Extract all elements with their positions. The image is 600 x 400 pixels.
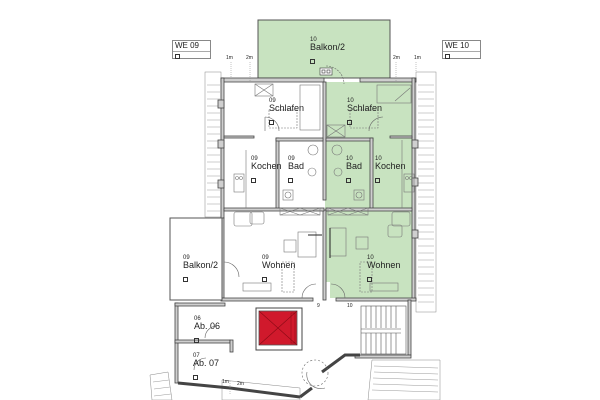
balkon-09-area xyxy=(169,217,223,301)
dim-bottom-1m: 1m xyxy=(222,379,229,385)
room-label-balkon-10: 10 Balkon/2 xyxy=(310,37,345,68)
room-marker xyxy=(375,178,380,183)
room-marker xyxy=(269,120,274,125)
dim-top-right-2m: 2m xyxy=(393,55,400,61)
room-label-kochen-09: 09 Kochen xyxy=(251,156,282,187)
room-marker xyxy=(183,277,188,282)
room-label-wohnen-09: 09 Wohnen xyxy=(262,255,295,286)
unit-tag-we10: WE 10 xyxy=(442,40,481,59)
room-label-bad-09: 09 Bad xyxy=(288,156,304,187)
room-marker xyxy=(288,178,293,183)
dim-top-right-1m: 1m xyxy=(414,55,421,61)
room-label-ab-07: 07 Ab. 07 xyxy=(193,353,219,384)
unit-tag-label: WE 10 xyxy=(443,41,480,52)
unit-tag-label: WE 09 xyxy=(173,41,210,52)
room-label-schlafen-09: 09 Schlafen xyxy=(269,98,304,129)
roof-right xyxy=(415,71,437,313)
room-marker xyxy=(194,338,199,343)
door-number-10: 10 xyxy=(347,303,353,309)
room-label-balkon-09: 09 Balkon/2 xyxy=(183,255,218,286)
door-number-09: 9 xyxy=(317,303,320,309)
elevator xyxy=(255,307,303,351)
room-marker xyxy=(367,277,372,282)
room-label-wohnen-10: 10 Wohnen xyxy=(367,255,400,286)
room-marker xyxy=(310,59,315,64)
fixtures xyxy=(233,67,415,293)
unit-tag-marker xyxy=(445,54,450,59)
unit-tag-we09: WE 09 xyxy=(172,40,211,59)
dim-top-left-2m: 2m xyxy=(246,55,253,61)
roof-bottom-left xyxy=(149,371,301,400)
dimension-lines xyxy=(229,62,417,395)
walls xyxy=(174,77,419,384)
room-marker xyxy=(347,120,352,125)
room-label-ab-06: 06 Ab. 06 xyxy=(194,316,220,347)
dim-top-left-1m: 1m xyxy=(226,55,233,61)
doors xyxy=(193,65,384,389)
room-marker xyxy=(193,375,198,380)
room-marker xyxy=(251,178,256,183)
room-label-schlafen-10: 10 Schlafen xyxy=(347,98,382,129)
unit-tag-marker xyxy=(175,54,180,59)
room-label-bad-10: 10 Bad xyxy=(346,156,362,187)
roof-bottom-right xyxy=(367,359,441,400)
room-label-kochen-10: 10 Kochen xyxy=(375,156,406,187)
roof-left xyxy=(204,71,222,218)
dim-bottom-2m: 2m xyxy=(237,381,244,387)
room-marker xyxy=(262,277,267,282)
staircase xyxy=(360,305,407,355)
room-marker xyxy=(346,178,351,183)
